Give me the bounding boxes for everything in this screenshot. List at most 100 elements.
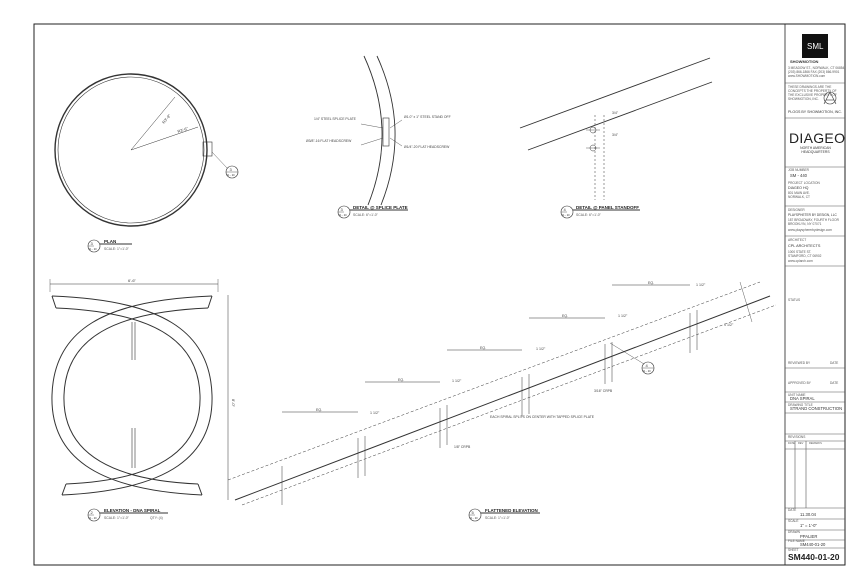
standoff-marker-number: 4 — [564, 207, 567, 212]
drawn-label: DRAWN — [788, 530, 800, 534]
plan-radius-2: R3'-6" — [177, 126, 189, 134]
company-name: SHOWMOTION — [790, 59, 819, 64]
splice-scale: SCALE: 6"=1'-0" — [353, 213, 379, 217]
splice-screw-callout: Ø3/8"-16 FLAT HEADSCREW — [306, 139, 352, 143]
flat-gap-4: 1 1/2" — [618, 314, 628, 318]
flat-eq-5: EQ. — [648, 281, 654, 285]
union-emblem-icon — [823, 91, 837, 105]
designer-line-4: www.playsphererbydesign.com — [788, 228, 832, 232]
splice-detail — [337, 55, 408, 219]
address-line-3: www.SHOWMOTION.com — [788, 74, 826, 78]
standoff-scale: SCALE: 6"=1'-0" — [576, 213, 602, 217]
designer-line-1: PLAYSPHETER BY DESIGN, LLC — [788, 213, 837, 217]
revisions-label: REVISIONS — [788, 435, 806, 439]
address-line-2: (203) 866-1866 FAX (203) 866-9901 — [788, 70, 840, 74]
made-by: PLOGS BY SHOWMOTION, INC. — [788, 110, 842, 114]
client-sub-1: NORTH AMERICAN — [800, 146, 831, 150]
notice-line-4: SHOWMOTION, INC. — [788, 97, 819, 101]
designer-line-2: 187 BROADWAY, FOURTH FLOOR — [788, 218, 839, 222]
scale-field-label: SCALE — [788, 519, 799, 523]
reviewed-date-label: DATE — [830, 361, 839, 365]
project-line-2: 801 MAIN AVE. — [788, 191, 810, 195]
splice-title: DETAIL @ SPLICE PLATE — [353, 205, 408, 210]
plan-marker-sheet: 01 - 20 — [89, 247, 98, 251]
client-name: DIAGEO — [789, 130, 846, 146]
flat-eq-2: EQ. — [398, 378, 404, 382]
date-value: 11.30.04 — [800, 512, 816, 517]
project-label: PROJECT LOCATION — [788, 181, 820, 185]
elevation-height: 8'-0" — [231, 399, 236, 408]
flat-eq-1: EQ. — [316, 408, 322, 412]
plan-radius-1: R3'-9" — [161, 113, 172, 125]
elevation-view — [49, 279, 229, 522]
flat-gap-3: 1 1/2" — [536, 347, 546, 351]
standoff-detail — [519, 57, 713, 219]
sheet-label: SHEET — [788, 548, 799, 552]
notice-line-3: THE EXCLUSIVE PROPERTY OF — [788, 93, 837, 97]
architect-line-2: 1000 STATE ST. — [788, 250, 812, 254]
flattened-scale: SCALE: 1"=1'-0" — [485, 516, 511, 520]
flattened-marker-sheet: 01 - 20 — [470, 516, 479, 520]
plan-detail-sheet: 01 - 20 — [227, 173, 236, 177]
architect-line-4: www.cplarch.com — [788, 259, 813, 263]
approved-label: APPROVED BY — [788, 381, 811, 385]
approved-date-label: DATE — [830, 381, 839, 385]
project-line-3: NORWALK, CT — [788, 195, 810, 199]
notice-line-1: THESE DRAWINGS ARE THE — [788, 85, 832, 89]
elevation-width: 6'-6" — [128, 278, 137, 283]
file-name-label: FILE NAME — [788, 539, 805, 543]
elevation-title: ELEVATION - DNA SPIRAL — [104, 508, 161, 513]
rev-header-date: DATE — [788, 442, 795, 445]
sheet-number: SM440-01-20 — [788, 552, 840, 562]
architect-line-3: STAMFORD, CT 06902 — [788, 254, 822, 258]
drawn-value: PPALIER — [800, 534, 818, 539]
architect-line-1: CPL ARCHITECTS — [788, 244, 821, 248]
plan-scale: SCALE: 1"=1'-0" — [104, 247, 130, 251]
standoff-marker-sheet: 01 - 20 — [562, 213, 571, 217]
logo-text: SML — [807, 42, 824, 51]
standoff-dim-1: 3/4" — [612, 111, 619, 115]
unit-name: DNA SPIRAL — [790, 396, 815, 401]
flat-crpb-18: 1/8" CRPB — [454, 445, 471, 449]
plan-title: PLAN — [104, 239, 116, 244]
elevation-scale: SCALE: 1"=1'-0" — [104, 516, 130, 520]
client-sub-2: HEADQUARTERS — [801, 150, 830, 154]
plan-view — [54, 73, 239, 253]
architect-label: ARCHITECT — [788, 238, 807, 242]
unit-name-label: UNIT NAME — [788, 393, 806, 397]
splice-marker-sheet: 01 - 20 — [339, 213, 348, 217]
rev-header-rev: REV — [798, 442, 804, 445]
designer-label: DESIGNER — [788, 208, 805, 212]
project-line-1: DIAGEO HQ — [788, 186, 809, 190]
notice-line-2: CONCEPTS THE PROPERTY OF — [788, 89, 837, 93]
plan-marker-number: 3 — [91, 241, 94, 246]
flattened-title: FLATTENED ELEVATION — [485, 508, 538, 513]
flat-gap-1: 1 1/2" — [370, 411, 380, 415]
drawing-title: STRAND CONSTRUCTION — [790, 406, 843, 411]
splice-plate-callout: 1/4" STEEL SPLICE PLATE — [314, 117, 357, 121]
flat-eq-4: EQ. — [562, 314, 568, 318]
flat-gap-2: 1 1/2" — [452, 379, 462, 383]
elevation-qty: QTY: (4) — [150, 516, 163, 520]
drawing-title-label: DRAWING TITLE — [788, 403, 813, 407]
standoff-dim-2: 3/4" — [612, 133, 619, 137]
flat-detail-sheet: 01 - 20 — [643, 369, 652, 373]
standoff-title: DETAIL @ PANEL STANDOFF — [576, 205, 639, 210]
sheet-border — [33, 23, 846, 566]
designer-line-3: BROOKLYN, NY 07071 — [788, 222, 822, 226]
company-logo — [802, 34, 828, 58]
standoff-screw-callout: Ø1/4"-20 FLAT HEADSCREW — [404, 145, 450, 149]
plan-detail-marker: 3 — [230, 167, 233, 172]
file-name-value: SM440-01-20 — [800, 542, 826, 547]
reviewed-label: REVIEWED BY — [788, 361, 811, 365]
address-line-1: 3 MEADOW ST., NORWALK, CT 06854 — [788, 66, 845, 70]
date-field-label: DATE — [788, 508, 797, 512]
flattened-elevation — [227, 281, 777, 522]
flat-gap-6: 1 1/2" — [724, 323, 734, 327]
flattened-marker-number: 5 — [472, 510, 475, 515]
flat-gap-5: 1 1/2" — [696, 283, 706, 287]
flat-eq-3: EQ. — [480, 346, 486, 350]
status-label: STATUS — [788, 298, 801, 302]
